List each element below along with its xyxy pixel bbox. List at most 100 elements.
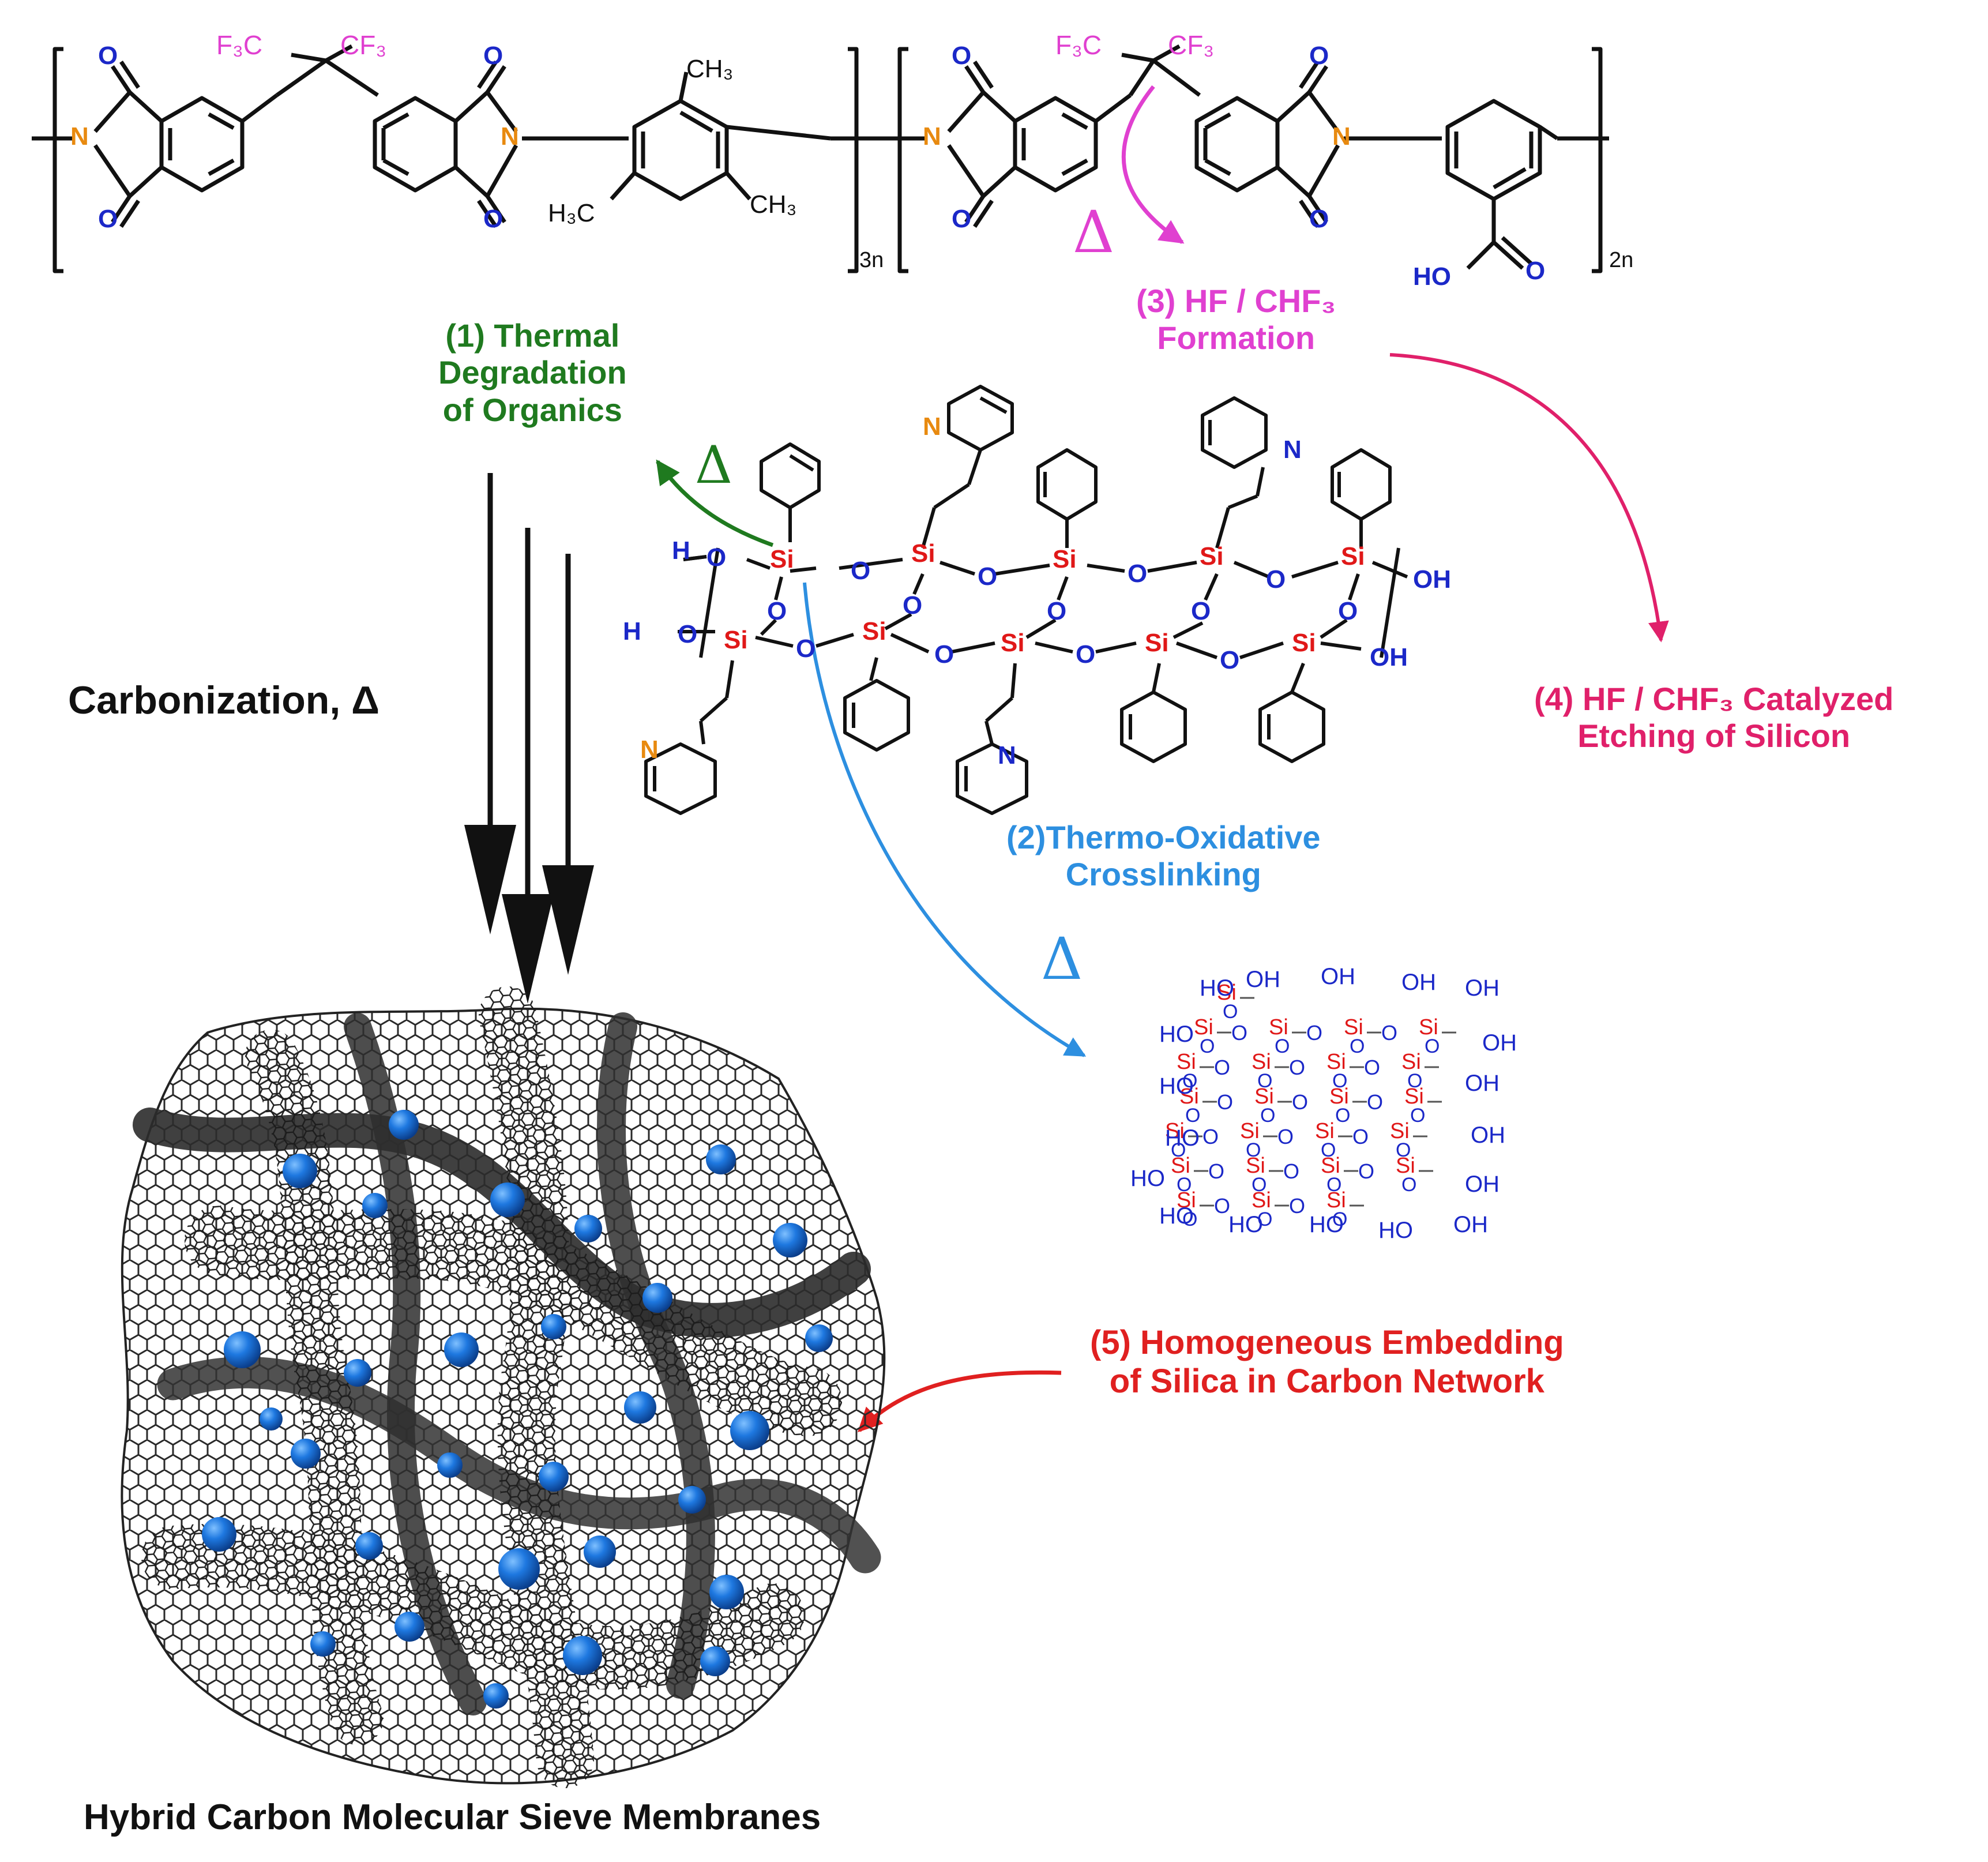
silica-sphere	[706, 1144, 736, 1174]
atom-o: O	[1223, 1001, 1238, 1023]
silica-sphere	[642, 1283, 672, 1313]
oh-label: OH	[1465, 975, 1500, 1001]
step-1-line-2: Degradation	[438, 354, 627, 391]
atom-si: Si	[1326, 1050, 1346, 1074]
atom-n: N	[70, 122, 89, 151]
graphene-fold-8	[479, 986, 594, 1788]
atom-o: O	[1283, 1159, 1300, 1183]
cf3-label: CF₃	[1168, 30, 1215, 60]
atom-si: Si	[1246, 1154, 1265, 1178]
atom-o: O	[952, 42, 972, 70]
silica-cluster-bonds	[1188, 997, 1456, 1207]
atom-o: O	[1185, 1105, 1201, 1127]
oh-label: OH	[1465, 1071, 1500, 1096]
silica-sphere	[563, 1636, 602, 1675]
atom-si: Si	[1269, 1015, 1288, 1039]
atom-n: N	[923, 412, 941, 441]
atom-o: O	[934, 640, 954, 669]
atom-si: Si	[1315, 1119, 1335, 1143]
delta-symbol: Δ	[695, 435, 732, 495]
process-arrows	[464, 85, 1669, 1432]
atom-o: O	[1401, 1174, 1417, 1196]
atom-si: Si	[1254, 1084, 1274, 1109]
atom-si: Si	[1001, 629, 1025, 657]
atom-o: O	[1321, 1139, 1336, 1161]
carbon-network-image	[121, 986, 886, 1788]
step-1-line-1: (1) Thermal	[445, 317, 620, 354]
atom-si: Si	[1240, 1119, 1260, 1143]
atom-o: O	[706, 543, 727, 572]
embedding-arrow	[858, 1370, 1062, 1432]
atom-o: O	[1182, 1070, 1198, 1092]
oh-label: OH	[1401, 970, 1436, 995]
silica-sphere	[310, 1631, 336, 1657]
atom-si: Si	[1252, 1188, 1271, 1212]
atom-n: N	[1283, 436, 1302, 464]
thermal-degradation-arrow	[656, 459, 774, 547]
silica-sphere	[291, 1439, 321, 1469]
atom-o: O	[1177, 1174, 1192, 1196]
atom-o: O	[1231, 1021, 1248, 1045]
product-title: Hybrid Carbon Molecular Sieve Membranes	[84, 1797, 821, 1837]
atom-si: Si	[1171, 1154, 1190, 1178]
silica-sphere	[394, 1612, 424, 1642]
atom-o: O	[1214, 1056, 1231, 1079]
atom-si: Si	[1396, 1154, 1415, 1178]
atom-o: O	[1200, 1035, 1215, 1057]
atom-si: Si	[1177, 1188, 1196, 1212]
atom-o: O	[978, 562, 998, 591]
silica-sphere	[700, 1646, 730, 1676]
atom-o: O	[1425, 1035, 1440, 1057]
siloxane-ladder-structure	[644, 385, 1408, 815]
atom-o: O	[483, 42, 503, 70]
atom-o: O	[1410, 1105, 1426, 1127]
atom-si: Si	[862, 617, 886, 645]
atom-o: O	[678, 620, 698, 648]
atom-o: O	[1182, 1208, 1198, 1230]
oh-label: OH	[1471, 1123, 1505, 1148]
step-3-line-1: (3) HF / CHF₃	[1136, 283, 1336, 319]
ho-label: HO	[1130, 1166, 1165, 1191]
atom-si: Si	[1329, 1084, 1349, 1109]
f3c-label: F₃C	[216, 30, 263, 60]
atom-o: O	[1309, 42, 1329, 70]
atom-si: Si	[1252, 1050, 1271, 1074]
carbonization-arrowhead-2	[502, 894, 554, 1004]
silica-sphere	[709, 1575, 744, 1609]
atom-si: Si	[911, 539, 935, 568]
atom-n: N	[1332, 122, 1351, 151]
atom-si: Si	[1401, 1050, 1421, 1074]
polyimide-structure	[32, 44, 1609, 273]
siloxane-bracket-left	[699, 547, 720, 658]
oh-label: OH	[1453, 1212, 1488, 1237]
atom-o: O	[1350, 1035, 1365, 1057]
step-1-caption: (1) Thermal Degradation of Organics	[438, 317, 627, 429]
ho-label: HO	[1309, 1212, 1344, 1237]
silica-sphere	[539, 1462, 569, 1492]
atom-o: O	[851, 557, 871, 585]
step-2-line-1: (2)Thermo-Oxidative	[1006, 819, 1321, 855]
atom-o: O	[1252, 1174, 1267, 1196]
etching-arrow	[1389, 353, 1669, 643]
step-2-line-2: Crosslinking	[1065, 856, 1261, 893]
cf3-label: CF₃	[340, 30, 387, 60]
atom-o: O	[1217, 1090, 1234, 1114]
crosslinking-arrow	[803, 582, 1087, 1057]
step-3-caption: (3) HF / CHF₃ Formation	[1136, 283, 1336, 357]
silica-sphere	[541, 1314, 566, 1339]
atom-o: O	[1326, 1174, 1342, 1196]
step-5-line-1: (5) Homogeneous Embedding	[1090, 1324, 1564, 1361]
atom-si: Si	[1177, 1050, 1196, 1074]
step-2-caption: (2)Thermo-Oxidative Crosslinking	[1006, 819, 1321, 894]
silica-sphere	[283, 1154, 317, 1188]
oh-label: OH	[1321, 964, 1355, 989]
atom-si: Si	[1217, 981, 1237, 1005]
silica-sphere	[389, 1110, 419, 1140]
atom-si: Si	[1321, 1154, 1340, 1178]
atom-o: O	[1128, 560, 1148, 588]
atom-o: O	[1292, 1090, 1309, 1114]
silica-sphere	[355, 1532, 383, 1560]
carbonization-label: Carbonization, Δ	[68, 678, 379, 722]
